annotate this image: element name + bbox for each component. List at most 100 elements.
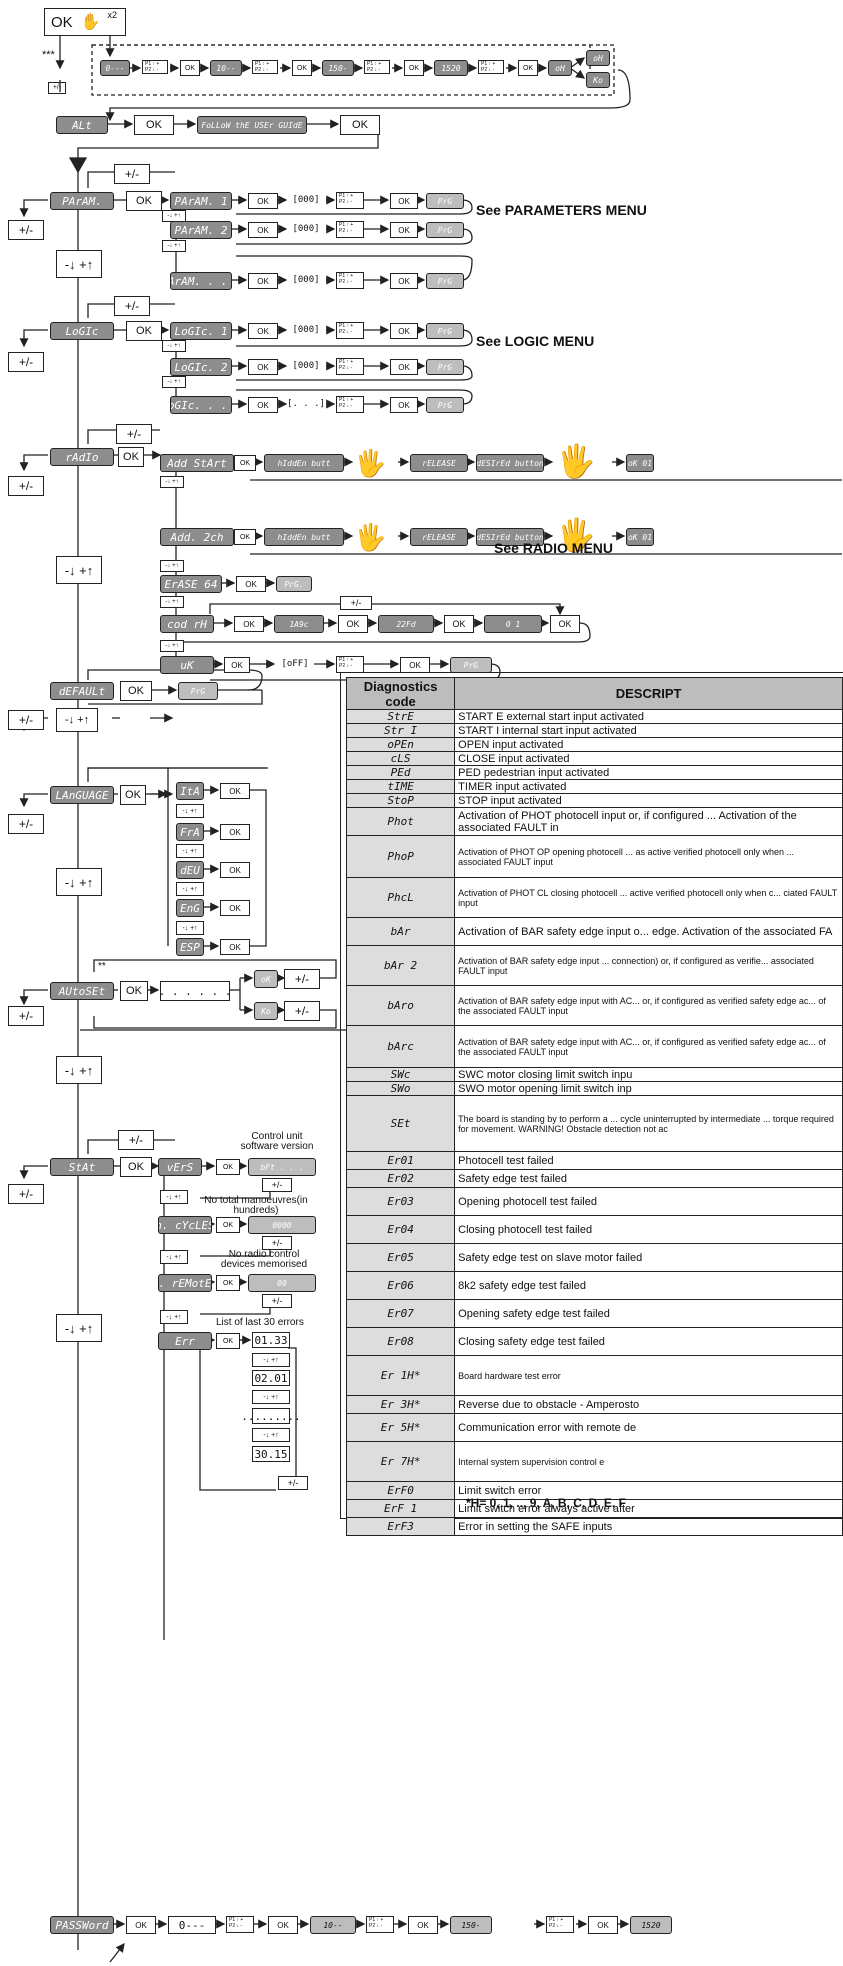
logic-ud-1[interactable]: -↓ +↑: [162, 340, 186, 352]
param-ok-3[interactable]: OK: [248, 273, 278, 289]
stat-cycles-pm[interactable]: +/-: [262, 1236, 292, 1250]
logic-item-1[interactable]: LoGIc. 1: [170, 322, 232, 340]
logic-ok2-1[interactable]: OK: [390, 323, 418, 339]
stat-vers[interactable]: vErS: [158, 1158, 202, 1176]
stat-ud-2[interactable]: -↓ +↑: [160, 1250, 188, 1264]
stat-remotes[interactable]: n. rEMotES: [158, 1274, 212, 1292]
radio-cod-pm[interactable]: +/-: [340, 596, 372, 610]
pw-ok-1[interactable]: OK: [126, 1916, 156, 1934]
start-ok-box[interactable]: OK ✋ x2: [44, 8, 126, 36]
logic-ok-3[interactable]: OK: [248, 397, 278, 413]
stat-pm-left[interactable]: +/-: [8, 1184, 44, 1204]
stat-err-ud-3[interactable]: -↓ +↑: [252, 1428, 290, 1442]
stat-ud-3[interactable]: -↓ +↑: [160, 1310, 188, 1324]
param-ok[interactable]: OK: [126, 191, 162, 211]
stat-err-ok[interactable]: OK: [216, 1333, 240, 1349]
lang-eng[interactable]: EnG: [176, 899, 204, 917]
pw-ok-4[interactable]: OK: [588, 1916, 618, 1934]
logic-ok2-2[interactable]: OK: [390, 359, 418, 375]
radio-ok[interactable]: OK: [118, 447, 144, 467]
lang-ok-2[interactable]: OK: [220, 824, 250, 840]
radio-ok-1[interactable]: OK: [234, 455, 256, 471]
top-ok-3[interactable]: OK: [518, 60, 538, 76]
radio-erase[interactable]: ErASE 64: [160, 575, 222, 593]
autoset-ok[interactable]: OK: [120, 981, 148, 1001]
stat-err-ud-2[interactable]: -↓ +↑: [252, 1390, 290, 1404]
logic-ok-1[interactable]: OK: [248, 323, 278, 339]
lang-ok-5[interactable]: OK: [220, 939, 250, 955]
stat-err-ud-1[interactable]: -↓ +↑: [252, 1353, 290, 1367]
lang-ok-3[interactable]: OK: [220, 862, 250, 878]
radio-ok-2[interactable]: OK: [234, 529, 256, 545]
alt-ok[interactable]: OK: [134, 115, 174, 135]
lang-fra[interactable]: FrA: [176, 823, 204, 841]
radio-ud-3[interactable]: -↓ +↑: [160, 596, 184, 608]
param-pm-top[interactable]: +/-: [114, 164, 150, 184]
radio-cod-ok-1[interactable]: OK: [234, 616, 264, 632]
radio-add-start[interactable]: Add StArt: [160, 454, 234, 472]
autoset-ud[interactable]: -↓ +↑: [56, 1056, 102, 1084]
autoset-pm-ok[interactable]: +/-: [284, 969, 320, 989]
radio-add-2ch[interactable]: Add. 2ch: [160, 528, 234, 546]
default-pm-left[interactable]: +/-: [8, 710, 44, 730]
logic-p12-1[interactable]: P1 ↑ +P2 ↓ -: [336, 322, 364, 339]
logic-menu[interactable]: LoGIc: [50, 322, 114, 340]
stat-err[interactable]: Err: [158, 1332, 212, 1350]
autoset-pm-ko[interactable]: +/-: [284, 1001, 320, 1021]
logic-ok[interactable]: OK: [126, 321, 162, 341]
logic-item-3[interactable]: LoGIc. . . .: [170, 396, 232, 414]
radio-erase-ok[interactable]: OK: [236, 576, 266, 592]
pw-p12-3[interactable]: P1 ↑ +P2 ↓ -: [546, 1916, 574, 1933]
stat-ud-main[interactable]: -↓ +↑: [56, 1314, 102, 1342]
stat-pm-top[interactable]: +/-: [118, 1130, 154, 1150]
autoset-menu[interactable]: AUtoSEt: [50, 982, 114, 1000]
language-pm-left[interactable]: +/-: [8, 814, 44, 834]
param-p12-3[interactable]: P1 ↑ +P2 ↓ -: [336, 272, 364, 289]
pw-p12-2[interactable]: P1 ↑ +P2 ↓ -: [366, 1916, 394, 1933]
radio-uk-ok[interactable]: OK: [224, 657, 250, 673]
radio-ud-main[interactable]: -↓ +↑: [56, 556, 102, 584]
param-ud-main[interactable]: -↓ +↑: [56, 250, 102, 278]
lang-ud-4[interactable]: -↓ +↑: [176, 921, 204, 935]
default-ud[interactable]: -↓ +↑: [56, 708, 98, 732]
logic-p12-3[interactable]: P1 ↑ +P2 ↓ -: [336, 396, 364, 413]
radio-uk-p12[interactable]: P1 ↑ +P2 ↓ -: [336, 656, 364, 673]
param-item-2[interactable]: PArAM. 2: [170, 221, 232, 239]
param-ud-1[interactable]: -↓ +↑: [162, 210, 186, 222]
lang-ud-1[interactable]: -↓ +↑: [176, 804, 204, 818]
language-ud[interactable]: -↓ +↑: [56, 868, 102, 896]
default-menu[interactable]: dEFAULt: [50, 682, 114, 700]
default-ok[interactable]: OK: [120, 681, 152, 701]
radio-cod[interactable]: cod rH: [160, 615, 214, 633]
stat-cycles-ok[interactable]: OK: [216, 1217, 240, 1233]
logic-pm-left[interactable]: +/-: [8, 352, 44, 372]
lang-esp[interactable]: ESP: [176, 938, 204, 956]
language-ok[interactable]: OK: [120, 785, 146, 805]
radio-pm-top[interactable]: +/-: [116, 424, 152, 444]
pw-ok-3[interactable]: OK: [408, 1916, 438, 1934]
lang-ok-4[interactable]: OK: [220, 900, 250, 916]
radio-pm-left[interactable]: +/-: [8, 476, 44, 496]
param-item-3[interactable]: PArAM. . . .: [170, 272, 232, 290]
start-pm[interactable]: +/-: [48, 82, 66, 94]
top-ok-1[interactable]: OK: [292, 60, 312, 76]
password-menu[interactable]: PASSWord: [50, 1916, 114, 1934]
lang-ud-3[interactable]: -↓ +↑: [176, 882, 204, 896]
logic-item-2[interactable]: LoGIc. 2: [170, 358, 232, 376]
radio-uk[interactable]: uK: [160, 656, 214, 674]
param-pm-left[interactable]: +/-: [8, 220, 44, 240]
alt-ok-2[interactable]: OK: [340, 115, 380, 135]
lang-deu[interactable]: dEU: [176, 861, 204, 879]
stat-err-pm[interactable]: +/-: [278, 1476, 308, 1490]
stat-cycles[interactable]: n. cYcLES: [158, 1216, 212, 1234]
pw-p12-1[interactable]: P1 ↑ +P2 ↓ -: [226, 1916, 254, 1933]
language-menu[interactable]: LAnGUAGE: [50, 786, 114, 804]
lang-ud-2[interactable]: -↓ +↑: [176, 844, 204, 858]
top-ok-2[interactable]: OK: [404, 60, 424, 76]
logic-p12-2[interactable]: P1 ↑ +P2 ↓ -: [336, 358, 364, 375]
lang-ita[interactable]: ItA: [176, 782, 204, 800]
logic-ok2-3[interactable]: OK: [390, 397, 418, 413]
stat-ok[interactable]: OK: [120, 1157, 152, 1177]
radio-cod-ok-3[interactable]: OK: [444, 615, 474, 633]
param-p12-1[interactable]: P1 ↑ +P2 ↓ -: [336, 192, 364, 209]
